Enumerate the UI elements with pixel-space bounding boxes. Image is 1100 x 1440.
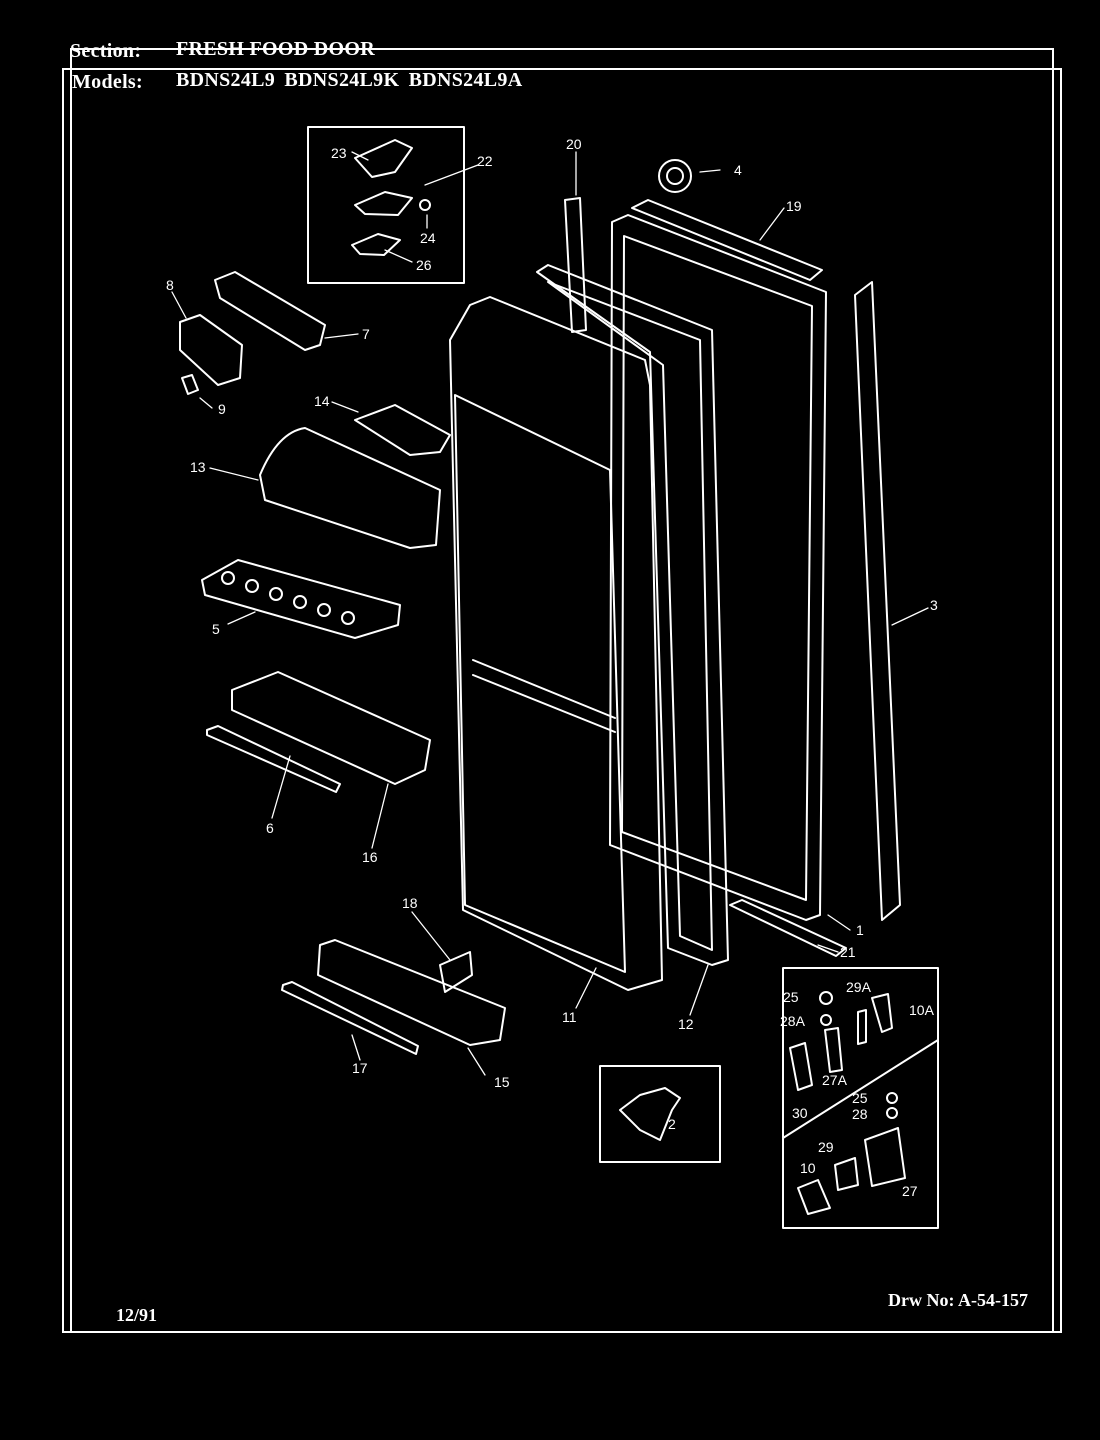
callout-22: 22 (477, 153, 493, 169)
section-value: FRESH FOOD DOOR (176, 38, 375, 60)
part-12-gasket (536, 264, 729, 966)
part-22-hinge-plate (354, 191, 413, 216)
callout-5: 5 (212, 621, 220, 637)
part-1-outer-door-inner-edge (621, 235, 813, 901)
callout-13: 13 (190, 459, 206, 475)
part-6-bin-trim (206, 725, 341, 793)
egg-cup (269, 587, 283, 601)
callout-10: 10 (800, 1160, 816, 1176)
egg-cup (341, 611, 355, 625)
callout-1: 1 (856, 922, 864, 938)
drawing-inner-frame (62, 68, 1062, 1333)
date-label: 12/91 (116, 1305, 158, 1325)
callout-2: 2 (668, 1116, 676, 1132)
part-19-top-trim (631, 199, 823, 281)
models-label: Models: (72, 71, 143, 93)
inset-box-hinge-kit (782, 967, 939, 1229)
part-26-shim (351, 233, 401, 256)
callout-29A: 29A (846, 979, 872, 995)
part-27A-hinge (824, 1027, 843, 1073)
part-9-pin (181, 374, 199, 395)
callout-29: 29 (818, 1139, 834, 1155)
part-11-liner-face (454, 394, 626, 973)
callout-17: 17 (352, 1060, 368, 1076)
part-4-cap (658, 159, 692, 193)
callout-20: 20 (566, 136, 582, 152)
part-7-hinge (214, 271, 326, 351)
part-25-washer (819, 991, 833, 1005)
part-1-outer-door (609, 214, 827, 921)
models-value: BDNS24L9 BDNS24L9K BDNS24L9A (176, 69, 523, 91)
callout-28: 28 (852, 1106, 868, 1122)
callout-12: 12 (678, 1016, 694, 1032)
part-4-cap-inner (666, 167, 684, 185)
inset-box-part-2 (599, 1065, 721, 1163)
callout-14: 14 (314, 393, 330, 409)
part-29A-shim (857, 1009, 867, 1045)
part-13-dairy-door (259, 427, 441, 549)
part-21-bottom-trim (729, 899, 847, 957)
section-label: Section: (70, 40, 142, 62)
callout-6: 6 (266, 820, 274, 836)
part-12-gasket-inner (547, 281, 713, 951)
callout-8: 8 (166, 277, 174, 293)
part-24-washer (419, 199, 431, 211)
callout-21: 21 (840, 944, 856, 960)
callout-10A: 10A (909, 1002, 935, 1018)
part-11-door-liner (449, 296, 663, 991)
callout-11: 11 (562, 1009, 577, 1025)
callout-9: 9 (218, 401, 226, 417)
part-14-cover (354, 404, 451, 456)
callout-27: 27 (902, 1183, 918, 1199)
part-27-hinge (864, 1127, 906, 1187)
part-11-liner-shelf (472, 659, 616, 733)
egg-cup (317, 603, 331, 617)
egg-cup (221, 571, 235, 585)
part-23-cover (354, 139, 413, 178)
callout-24: 24 (420, 230, 436, 246)
callout-3: 3 (930, 597, 938, 613)
part-5-egg-tray (201, 559, 401, 639)
callout-16: 16 (362, 849, 378, 865)
part-8-bracket (179, 314, 243, 386)
callout-26: 26 (416, 257, 432, 273)
callout-15: 15 (494, 1074, 510, 1090)
egg-cup (293, 595, 307, 609)
callout-18: 18 (402, 895, 418, 911)
callout-4: 4 (734, 162, 742, 178)
part-18-clip (439, 951, 473, 993)
callout-30: 30 (792, 1105, 808, 1121)
egg-cup (245, 579, 259, 593)
drawing-number: Drw No: A-54-157 (888, 1290, 1028, 1310)
part-25-washer-b (886, 1092, 898, 1104)
part-10A-hinge (871, 993, 893, 1033)
callout-27A: 27A (822, 1072, 848, 1088)
inset-box-hinge-cover (307, 126, 465, 284)
part-2-hinge-cover (619, 1087, 681, 1141)
callout-23: 23 (331, 145, 347, 161)
part-29-shim (834, 1157, 859, 1191)
part-10-hinge (797, 1179, 831, 1215)
part-28-bushing (886, 1107, 898, 1119)
part-20-strip (564, 197, 587, 333)
part-28A-bushing (820, 1014, 832, 1026)
part-15-lower-bin (317, 939, 506, 1046)
callout-7: 7 (362, 326, 370, 342)
part-16-door-bin (231, 671, 431, 785)
callout-28A: 28A (780, 1013, 806, 1029)
inset-divider (782, 1039, 939, 1139)
part-3-side-trim (854, 281, 901, 921)
callout-25-bottom: 25 (852, 1090, 868, 1106)
callout-19: 19 (786, 198, 802, 214)
part-30-bracket (789, 1042, 813, 1091)
callout-25-top: 25 (783, 989, 799, 1005)
part-17-bin-trim (281, 981, 419, 1055)
leader-lines (171, 151, 929, 1076)
